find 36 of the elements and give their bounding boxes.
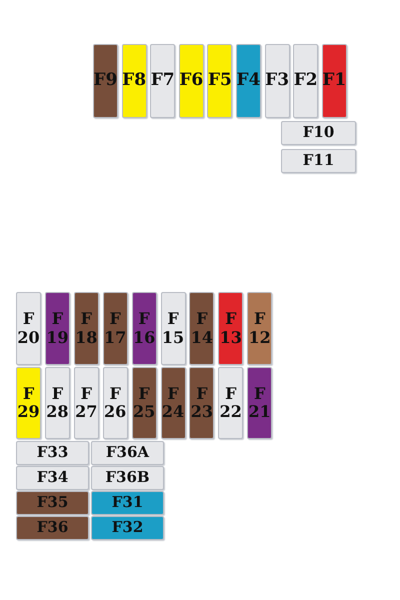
fuse-slot: F 14	[189, 292, 214, 365]
fuse-slot: F2	[293, 44, 318, 118]
fuse-slot: F 25	[132, 367, 157, 439]
fuse-slot: F 18	[74, 292, 99, 365]
fuse-slot: F 12	[247, 292, 272, 365]
fuse-slot: F36A	[91, 441, 164, 465]
fuse-slot: F 24	[160, 367, 186, 439]
fuse-slot: F 20	[16, 292, 41, 365]
fuse-slot: F1	[322, 44, 347, 118]
fuse-slot: F 17	[102, 292, 128, 365]
fuse-slot: F36B	[91, 466, 164, 490]
fuse-slot: F 23	[189, 367, 214, 439]
fuse-slot: F9	[93, 44, 118, 118]
fuse-slot: F6	[178, 44, 204, 118]
fuse-slot: F32	[91, 516, 164, 540]
fuse-slot: F5	[207, 44, 232, 118]
fuse-slot: F33	[16, 441, 89, 465]
fuse-slot: F36	[16, 516, 89, 540]
fuse-slot: F31	[91, 491, 164, 515]
fuse-slot: F34	[16, 466, 89, 490]
fuse-slot: F4	[236, 44, 261, 118]
fuse-slot: F 29	[16, 367, 41, 439]
fuse-slot: F11	[281, 149, 356, 173]
fuse-slot: F3	[264, 44, 290, 118]
fuse-slot: F 27	[74, 367, 99, 439]
fuse-slot: F 22	[218, 367, 244, 439]
fuse-slot: F 26	[102, 367, 128, 439]
fuse-slot: F 21	[247, 367, 272, 439]
fuse-slot: F 28	[44, 367, 70, 439]
fuse-slot: F7	[150, 44, 176, 118]
fuse-slot: F35	[16, 491, 89, 515]
fuse-slot: F 19	[44, 292, 70, 365]
fuse-slot: F 16	[132, 292, 157, 365]
fuse-slot: F 13	[218, 292, 244, 365]
fuse-slot: F 15	[160, 292, 186, 365]
fuse-slot: F10	[281, 121, 356, 145]
